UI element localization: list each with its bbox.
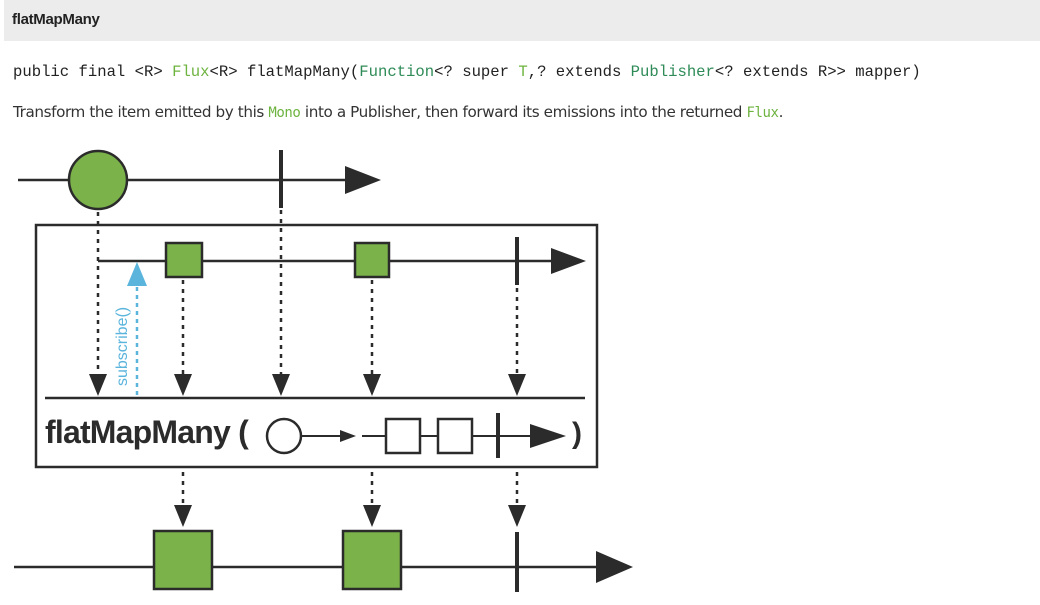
desc-part2: into a Publisher, then forward its emiss… (300, 103, 747, 121)
source-timeline-arrowhead (345, 166, 381, 194)
operator-mini-diagram (265, 413, 566, 458)
sig-suffix: <? extends R>> mapper) (714, 63, 921, 81)
output-timeline-arrowhead (596, 551, 633, 583)
subscribe-arrowhead (127, 262, 147, 286)
operator-box (34, 223, 599, 469)
desc-part3: . (778, 103, 784, 121)
desc-flux-link[interactable]: Flux (746, 105, 779, 121)
sig-publisher-link[interactable]: Publisher (630, 63, 715, 81)
sig-prefix: public final <R> (13, 63, 173, 81)
sig-function-link[interactable]: Function (359, 63, 435, 81)
method-description: Transform the item emitted by this Mono … (13, 103, 783, 121)
desc-part1: Transform the item emitted by this (13, 103, 269, 121)
operator-closing-paren: ) (572, 417, 582, 450)
sig-mid1: <? super (434, 63, 519, 81)
subscribe-label: subscribe() (114, 307, 131, 386)
inner-item-square-1 (164, 241, 204, 279)
output-projection-arrows (174, 472, 526, 527)
sig-after-return: <R> flatMapMany( (209, 63, 360, 81)
output-item-square-2 (341, 529, 403, 591)
method-signature: public final <R> Flux<R> flatMapMany(Fun… (13, 63, 921, 81)
input-projection-arrows (89, 210, 526, 396)
desc-mono-link[interactable]: Mono (268, 105, 301, 121)
inner-item-square-2 (353, 241, 391, 279)
header-bar: flatMapMany (4, 0, 1040, 41)
output-item-square-1 (152, 529, 214, 591)
inner-timeline-arrowhead (551, 248, 586, 274)
method-title: flatMapMany (12, 11, 100, 28)
operator-label: flatMapMany ( (45, 414, 249, 450)
sig-return-type-link[interactable]: Flux (172, 63, 210, 81)
sig-type-var: T (518, 63, 528, 81)
source-item-circle (67, 149, 129, 211)
sig-mid2: ,? extends (527, 63, 631, 81)
